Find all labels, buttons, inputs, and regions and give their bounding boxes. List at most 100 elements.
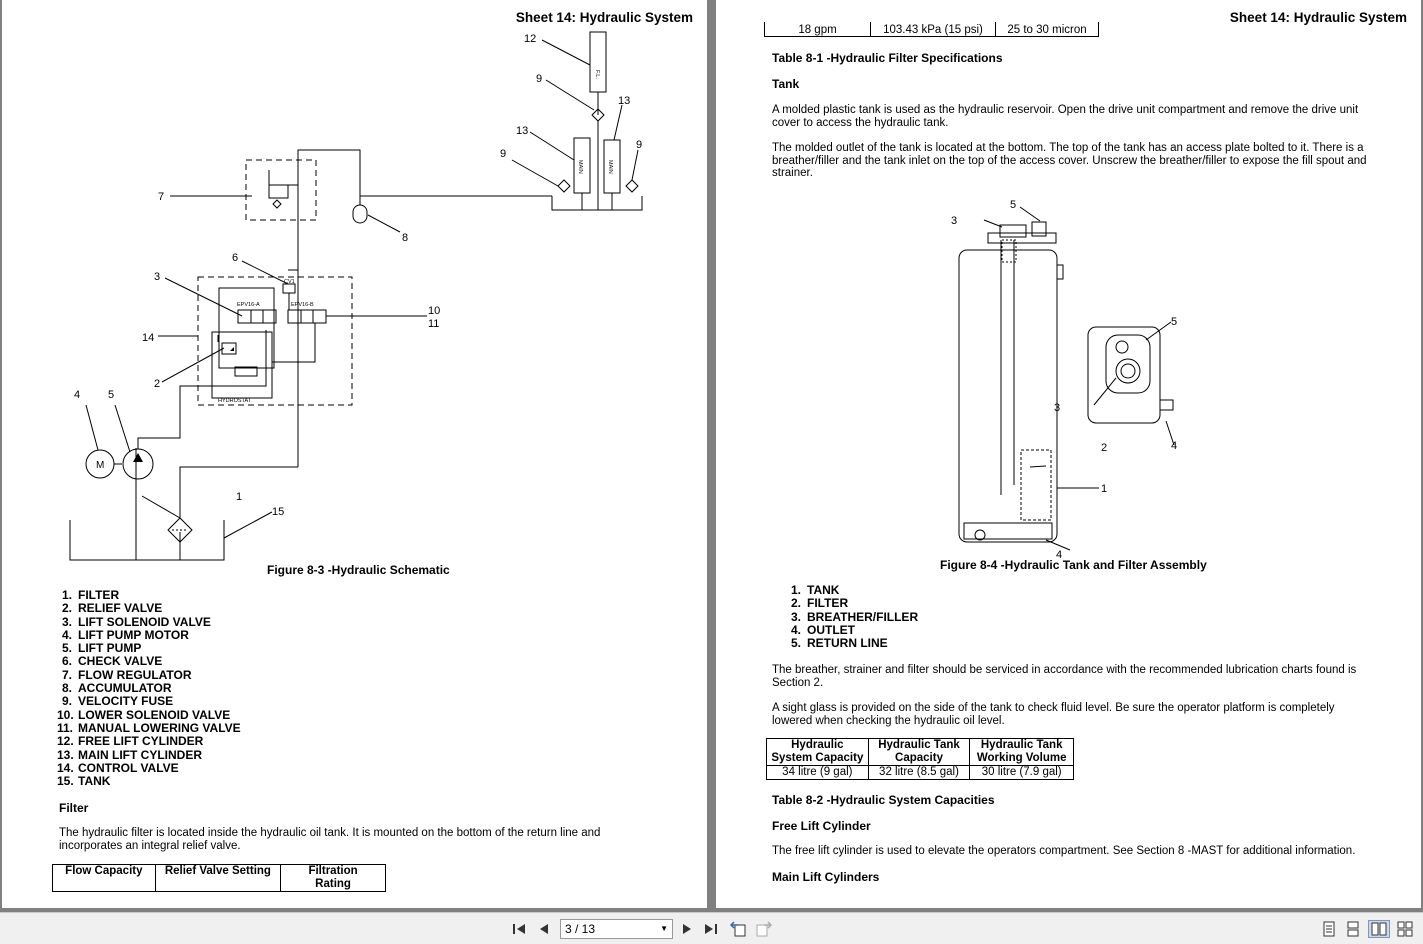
first-page-icon[interactable] (510, 920, 528, 938)
table-cell: 30 litre (7.9 gal) (969, 765, 1074, 780)
legend-label: RELIEF VALVE (78, 601, 163, 616)
schematic-label: 5 (108, 389, 114, 401)
legend-number: 11. (57, 720, 74, 735)
legend-number: 10. (57, 707, 74, 722)
two-page-continuous-icon[interactable] (1396, 920, 1414, 938)
two-page-icon[interactable] (1368, 920, 1390, 938)
capacities-table: Hydraulic System Capacity Hydraulic Tank… (766, 738, 1074, 780)
legend-item: 6.CHECK VALVE (57, 654, 241, 669)
legend-number: 5. (790, 636, 801, 651)
legend-label: TANK (807, 583, 840, 597)
single-page-icon[interactable] (1320, 920, 1338, 938)
hydraulic-schematic: 1 2 3 4 5 6 7 8 9 9 9 10 11 12 13 13 14 … (69, 31, 643, 561)
legend-label: MANUAL LOWERING VALVE (78, 720, 241, 735)
valve-tag: EPV16-B (291, 302, 314, 308)
legend-number: 1. (61, 588, 72, 602)
table-header: Hydraulic System Capacity (766, 738, 869, 766)
legend-number: 7. (61, 667, 72, 682)
valve-tag: CV1 (284, 279, 295, 285)
sheet-title: Sheet 14: Hydraulic System (515, 10, 693, 25)
cylinder-tag: MAIN (577, 160, 583, 174)
valve-tag: EPV16-A (237, 302, 260, 308)
table-header: Filtration Rating (280, 864, 386, 892)
schematic-label: 2 (154, 378, 160, 390)
legend-label: LIFT PUMP MOTOR (78, 627, 189, 642)
figure-label: 4 (1056, 549, 1062, 560)
legend-item: 8. ACCUMULATOR (57, 681, 241, 696)
legend-label: MAIN LIFT CYLINDER (78, 747, 202, 762)
schematic-label: 14 (142, 332, 154, 344)
legend-item: 3.BREATHER/FILLER (786, 609, 918, 624)
legend-item: 11. MANUAL LOWERING VALVE (57, 720, 241, 735)
schematic-label: 7 (158, 191, 164, 203)
table-caption: Table 8-1 -Hydraulic Filter Specificatio… (772, 51, 1003, 65)
table-header: Flow Capacity (52, 864, 156, 892)
valve-tag: HYDROSTAT (218, 398, 252, 404)
mainlift-heading: Main Lift Cylinders (772, 870, 880, 884)
legend-label: LOWER SOLENOID VALVE (78, 707, 231, 722)
legend-label: CHECK VALVE (78, 654, 163, 669)
legend-number: 2. (61, 601, 72, 616)
tank-assembly-figure: 1 2 3 4 5 3 4 5 (951, 199, 1177, 560)
page-number-select[interactable]: 3 / 13 ▼ (560, 919, 673, 939)
table-header: Hydraulic Tank Working Volume (969, 738, 1074, 766)
schematic-label: 12 (524, 33, 536, 45)
schematic-label: 9 (636, 139, 642, 151)
schematic-label: 4 (74, 389, 80, 401)
legend-label: FILTER (78, 588, 120, 602)
legend-number: 15. (57, 774, 74, 789)
figure-label: 5 (1010, 199, 1016, 211)
page-indicator: 3 / 13 (565, 922, 596, 936)
freelift-heading: Free Lift Cylinder (772, 819, 871, 833)
tank-paragraph: The molded outlet of the tank is located… (772, 142, 1367, 180)
legend-number: 4. (790, 622, 801, 637)
sight-glass-paragraph: A sight glass is provided on the side of… (772, 702, 1335, 727)
legend-number: 8. (61, 681, 72, 696)
figure-label: 5 (1171, 316, 1177, 328)
schematic-label: 8 (402, 232, 408, 244)
last-page-icon[interactable] (702, 920, 720, 938)
legend-item: 10. LOWER SOLENOID VALVE (57, 707, 241, 722)
schematic-label: 13 (516, 125, 528, 137)
schematic-label: 1 (236, 491, 242, 503)
legend-item: 14.CONTROL VALVE (57, 761, 241, 775)
legend-number: 2. (790, 596, 801, 611)
table-cell: 32 litre (8.5 gal) (867, 765, 971, 780)
legend-item: 1. FILTER (57, 588, 241, 602)
legend-item: 3.LIFT SOLENOID VALVE (57, 615, 241, 629)
schematic-label: 15 (272, 506, 284, 518)
back-icon[interactable] (729, 920, 747, 938)
figure-caption: Figure 8-4 -Hydraulic Tank and Filter As… (940, 558, 1207, 572)
sheet-title: Sheet 14: Hydraulic System (1229, 10, 1407, 25)
legend-number: 3. (790, 609, 801, 624)
filter-heading: Filter (59, 801, 89, 815)
legend-item: 5.LIFT PUMP (57, 641, 241, 655)
schematic-label: 13 (618, 95, 630, 107)
schematic-label: 6 (232, 252, 238, 264)
table-cell: 103.43 kPa (15 psi) (870, 22, 995, 37)
filter-spec-table-row: 18 gpm 103.43 kPa (15 psi) 25 to 30 micr… (764, 22, 1099, 37)
next-page-icon[interactable] (678, 920, 696, 938)
legend-item: 9.VELOCITY FUSE (57, 695, 241, 709)
table-header: Hydraulic Tank Capacity (867, 738, 971, 766)
legend-label: FLOW REGULATOR (78, 667, 192, 682)
table-cell: 34 litre (9 gal) (766, 765, 869, 780)
freelift-paragraph: The free lift cylinder is used to elevat… (772, 845, 1356, 857)
legend-item: 4. LIFT PUMP MOTOR (57, 627, 241, 642)
filter-spec-table: Flow Capacity Relief Valve Setting Filtr… (52, 864, 386, 892)
legend-label: ACCUMULATOR (78, 681, 172, 696)
table-cell: 25 to 30 micron (995, 22, 1099, 37)
prev-page-icon[interactable] (535, 920, 553, 938)
legend-item: 7. FLOW REGULATOR (57, 667, 241, 682)
tank-heading: Tank (772, 77, 800, 91)
legend-number: 4. (61, 627, 72, 642)
forward-icon[interactable] (755, 920, 773, 938)
service-paragraph: The breather, strainer and filter should… (772, 664, 1357, 689)
figure-label: 1 (1101, 483, 1107, 495)
chevron-down-icon: ▼ (660, 924, 668, 933)
continuous-icon[interactable] (1344, 920, 1362, 938)
schematic-label: 9 (500, 148, 506, 160)
schematic-label: 11 (428, 318, 439, 330)
